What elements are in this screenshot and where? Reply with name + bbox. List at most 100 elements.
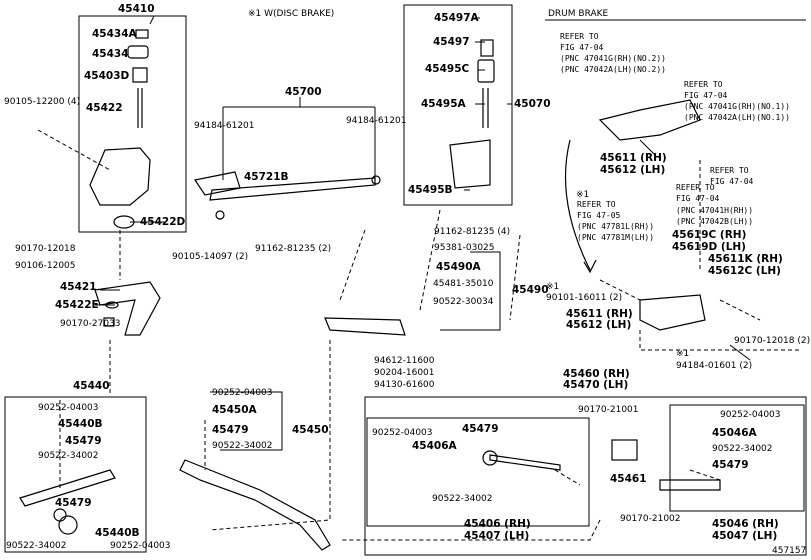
part-label: 45440B [95,527,140,539]
refer-note: (PNC 47041G(RH)(NO.2)) [560,54,666,63]
part-label: 90522-34002 [212,441,273,451]
part-label: 90252-04003 [372,428,433,438]
part-label: 90252-04003 [110,541,171,551]
refer-note: REFER TO [560,32,599,41]
part-label: ※1 [576,190,590,200]
part-label: 45619C (RH) [672,229,747,241]
part-label: 45611 (RH) [566,308,633,320]
refer-note: (PNC 47042A(LH)(NO.1)) [684,113,790,122]
part-label: 45612 (LH) [600,164,666,176]
refer-note: FIG 47-04 [676,194,720,203]
part-label: 45422 [86,102,123,114]
part-label: 45406 (RH) [464,518,531,530]
refer-note: REFER TO [577,200,616,209]
part-label: 45434A [92,28,137,40]
refer-note: REFER TO [684,80,723,89]
part-label: ※1 [676,349,690,359]
box-45046 [669,404,805,512]
part-label: 90522-34002 [38,451,99,461]
refer-note: REFER TO [710,166,749,175]
part-label: 45434 [92,48,129,60]
refer-note: (PNC 47781L(RH)) [577,222,655,231]
part-label: 94184-61201 [194,121,255,131]
part-label: 45422E [55,299,99,311]
refer-note: FIG 47-04 [710,177,754,186]
part-label: 45460 (RH) [563,368,630,380]
part-label: 45407 (LH) [464,530,530,542]
refer-note: (PNC 47042B(LH)) [676,217,754,226]
refer-note: FIG 47-04 [560,43,604,52]
part-label: 45495B [408,184,453,196]
part-label: ※1 [546,282,560,292]
box-45460 [364,396,807,556]
part-label: 45479 [462,423,499,435]
part-label: 45406A [412,440,457,452]
diagram-number: 457157 [772,546,807,556]
refer-note: FIG 47-04 [684,91,728,100]
part-label: 45046A [712,427,757,439]
part-label: 45497 [433,36,470,48]
box-45440 [4,396,147,553]
part-label: 45612 (LH) [566,319,632,331]
box-45070 [403,4,513,206]
part-label: 45619D (LH) [672,241,746,253]
part-label: 45046 (RH) [712,518,779,530]
part-label: 45461 [610,473,647,485]
part-label: 45497A [434,12,479,24]
part-label: 45470 (LH) [563,379,629,391]
part-label: 45721B [244,171,289,183]
part-label: 90106-12005 [15,261,76,271]
part-label: 90105-14097 (2) [172,252,249,262]
part-label: 90204-16001 [374,368,435,378]
part-label: 90170-12018 [15,244,76,254]
part-label: 45479 [212,424,249,436]
part-label: 91162-81235 (2) [255,244,332,254]
part-label: 90252-04003 [212,388,273,398]
part-label: 45495A [421,98,466,110]
part-label: 90101-16011 (2) [546,293,623,303]
part-label: 94184-61201 [346,116,407,126]
part-label: 45070 [514,98,551,110]
part-label: 45490A [436,261,481,273]
refer-note: (PNC 47041G(RH)(NO.1)) [684,102,790,111]
part-label: 45403D [84,70,130,82]
part-label: 45700 [285,86,322,98]
box-45406 [366,417,590,527]
part-label: 45495C [425,63,470,75]
part-label: 90170-21001 [578,405,639,415]
part-label: 45611 (RH) [600,152,667,164]
part-label: 90522-30034 [433,297,494,307]
part-label: 94184-01601 (2) [676,361,753,371]
part-label: 45440 [73,380,110,392]
part-label: 45422D [140,216,186,228]
part-label: 95381-03025 [434,243,495,253]
part-label: 91162-81235 (4) [434,227,511,237]
part-label: 45611K (RH) [708,253,783,265]
part-label: 90522-34002 [432,494,493,504]
part-label: 45450 [292,424,329,436]
refer-note: FIG 47-05 [577,211,621,220]
refer-note: (PNC 47781M(LH)) [577,233,655,242]
part-label: 94612-11600 [374,356,435,366]
part-label: 45440B [58,418,103,430]
part-label: 45450A [212,404,257,416]
part-label: 90522-34002 [6,541,67,551]
drum-brake-title: DRUM BRAKE [548,9,609,19]
part-label: 90105-12200 (4) [4,97,81,107]
part-label: 90252-04003 [38,403,99,413]
part-label: 90522-34002 [712,444,773,454]
refer-note: (PNC 47042A(LH)(NO.2)) [560,65,666,74]
part-label: 45481-35010 [433,279,494,289]
part-label: 45479 [65,435,102,447]
disc-brake-note: ※1 W(DISC BRAKE) [248,9,335,19]
part-label: 90252-04003 [720,410,781,420]
part-label: 90170-21002 [620,514,681,524]
part-label: 94130-61600 [374,380,435,390]
label-45410: 45410 [118,3,155,15]
part-label: 45047 (LH) [712,530,778,542]
part-label: 90170-12018 (2) [734,336,811,346]
refer-note: (PNC 47041H(RH)) [676,206,754,215]
part-label: 90170-27033 [60,319,121,329]
